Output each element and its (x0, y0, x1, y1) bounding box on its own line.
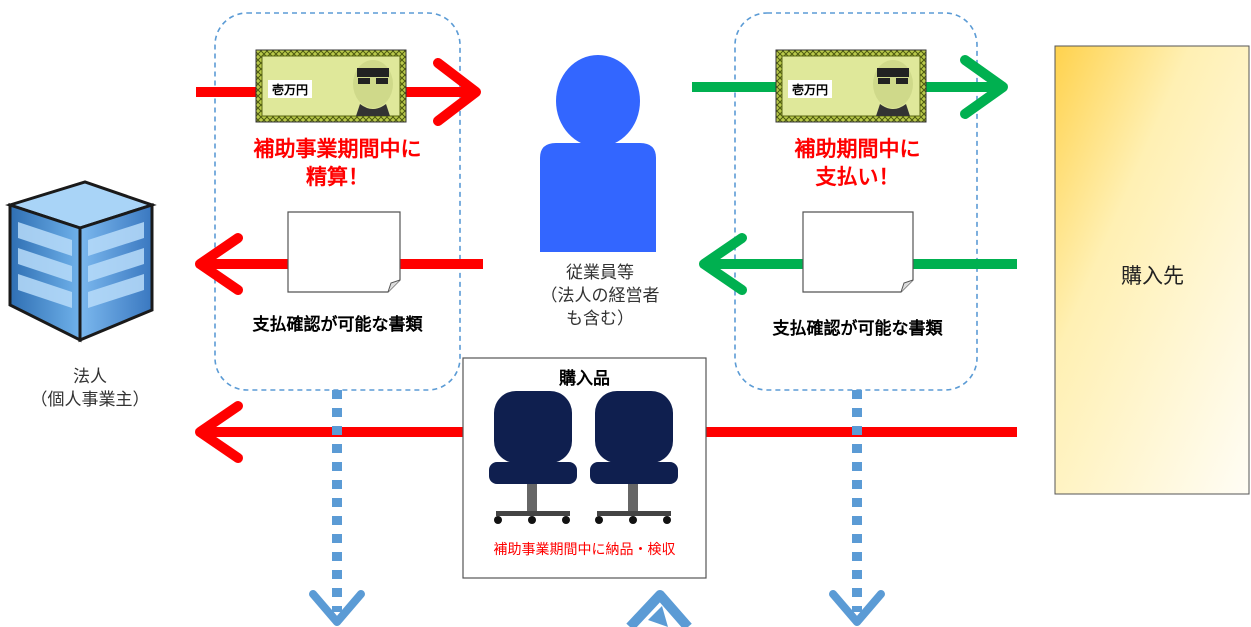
supplier-box (1054, 45, 1250, 495)
left-zone-caption-line2: 精算！ (306, 165, 369, 190)
chair-icon (489, 391, 577, 524)
banknote-icon: 壱万円 (775, 49, 927, 123)
dotted-down-arrow-left (309, 390, 365, 626)
supplier-label: 購入先 (1121, 264, 1184, 288)
banknote-icon: 壱万円 (255, 49, 407, 123)
purchase-box-caption: 補助事業期間中に納品・検収 (493, 542, 676, 558)
right-zone-border (734, 12, 978, 391)
document-icon (802, 211, 914, 293)
right-zone-caption-line2: 支払い！ (815, 165, 900, 190)
employee-label-line2: （法人の経営者 (540, 285, 660, 305)
employee-label-line1: 従業員等 (566, 263, 634, 282)
up-arrow-partial-icon (626, 590, 692, 627)
svg-text:壱万円: 壱万円 (792, 82, 828, 97)
left-zone-caption: 補助事業期間中に 精算！ (215, 135, 460, 192)
left-zone-caption-line1: 補助事業期間中に (253, 137, 422, 161)
svg-text:壱万円: 壱万円 (272, 82, 308, 97)
dotted-down-arrow-right (829, 390, 885, 626)
right-document-label: 支払確認が可能な書類 (772, 319, 943, 339)
building-icon (5, 180, 157, 343)
right-zone-caption: 補助期間中に 支払い！ (735, 135, 980, 192)
left-document-label: 支払確認が可能な書類 (252, 315, 423, 335)
corporation-label-line1: 法人 (73, 367, 107, 386)
employee-label: 従業員等 （法人の経営者 も含む） (520, 262, 680, 331)
chair-icon (590, 391, 678, 524)
document-icon (287, 211, 401, 293)
right-zone-caption-line1: 補助期間中に (794, 137, 921, 161)
person-icon (540, 55, 656, 252)
purchase-box-title: 購入品 (559, 369, 610, 389)
employee-label-line3: も含む） (566, 308, 634, 328)
corporation-label: 法人 （個人事業主） (20, 366, 160, 412)
corporation-label-line2: （個人事業主） (30, 389, 150, 409)
